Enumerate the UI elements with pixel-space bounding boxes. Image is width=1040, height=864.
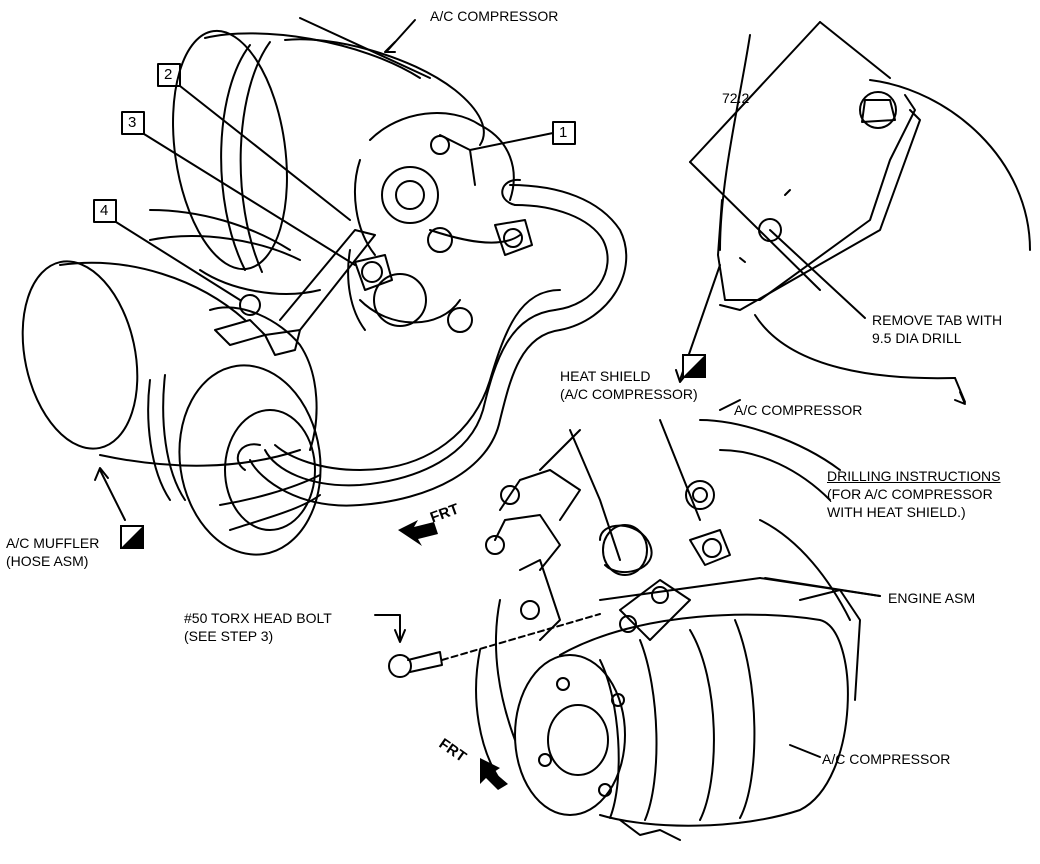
heat-shield-symbol — [682, 354, 706, 378]
label-engine-asm: ENGINE ASM — [888, 590, 976, 606]
shaded-symbols — [120, 354, 706, 790]
frt-arrow-lower-icon — [480, 758, 508, 790]
heat-shield-line1: HEAT SHIELD — [560, 368, 651, 384]
drilling-line3: WITH HEAT SHIELD.) — [827, 504, 966, 520]
muffler-symbol — [120, 525, 144, 549]
engine-assembly-illustration — [374, 419, 881, 841]
callout-4: 4 — [100, 202, 109, 219]
lower-leaders — [719, 399, 881, 758]
label-ac-compressor-bottom: A/C COMPRESSOR — [822, 751, 951, 767]
muffler-line1: A/C MUFFLER — [6, 535, 100, 551]
upper-compressor-illustration — [172, 17, 533, 356]
torx-line2: (SEE STEP 3) — [184, 628, 274, 644]
callout-1: 1 — [559, 124, 568, 141]
frt-arrow-upper-icon — [398, 520, 438, 546]
heat-shield-line2: (A/C COMPRESSOR) — [560, 386, 698, 402]
torx-line1: #50 TORX HEAD BOLT — [184, 610, 332, 626]
hose-assembly-illustration — [219, 178, 628, 531]
heat-shield-detail — [675, 21, 1031, 405]
callout-2: 2 — [164, 66, 173, 83]
remove-tab-line1: REMOVE TAB WITH — [872, 312, 1003, 328]
dimension-label: 72.2 — [722, 90, 750, 106]
drilling-line2: (FOR A/C COMPRESSOR — [827, 486, 993, 502]
drilling-line1: DRILLING INSTRUCTIONS — [827, 468, 1001, 484]
muffler-line2: (HOSE ASM) — [6, 553, 89, 569]
callout-leaders — [93, 19, 576, 521]
label-ac-compressor-top: A/C COMPRESSOR — [430, 8, 559, 24]
callout-3: 3 — [128, 114, 137, 131]
label-ac-compressor-right: A/C COMPRESSOR — [734, 402, 863, 418]
ac-muffler-illustration — [21, 209, 322, 556]
remove-tab-line2: 9.5 DIA DRILL — [872, 330, 962, 346]
